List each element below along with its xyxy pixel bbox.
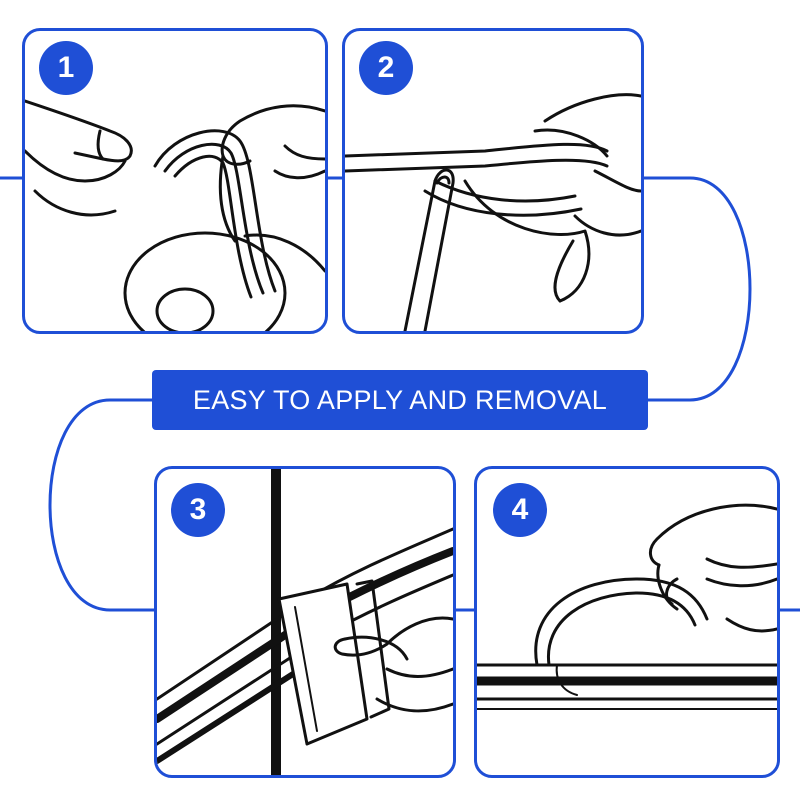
tape-loop xyxy=(534,577,709,667)
step-1-badge: 1 xyxy=(39,41,93,95)
step-2-illustration xyxy=(345,93,641,331)
right-hand xyxy=(649,503,777,567)
tape-roll-core xyxy=(155,287,215,331)
step-4-illustration xyxy=(477,503,777,710)
door-frame-post xyxy=(271,469,281,775)
tape-roll-outer xyxy=(123,231,287,331)
backing-liner xyxy=(463,179,591,303)
step-3-panel: 3 xyxy=(154,466,456,778)
left-finger xyxy=(403,168,455,331)
step-1-illustration xyxy=(25,99,325,331)
step-4-badge: 4 xyxy=(493,483,547,537)
step-2-panel: 2 xyxy=(342,28,644,334)
step-4-panel: 4 xyxy=(474,466,780,778)
step-3-badge: 3 xyxy=(171,483,225,537)
tape-strip-top xyxy=(345,142,609,158)
step-1-panel: 1 xyxy=(22,28,328,334)
right-hand xyxy=(543,93,641,123)
right-hand xyxy=(220,104,325,166)
step-2-badge: 2 xyxy=(359,41,413,95)
connector-banner-3 xyxy=(48,398,154,612)
right-hand xyxy=(333,616,453,657)
scraper-tool xyxy=(277,582,369,746)
instruction-banner: EASY TO APPLY AND REMOVAL xyxy=(152,370,648,430)
connector-2-banner xyxy=(644,176,752,402)
left-hand xyxy=(25,99,133,163)
tape-strip xyxy=(153,129,277,293)
step-3-illustration xyxy=(157,469,453,775)
